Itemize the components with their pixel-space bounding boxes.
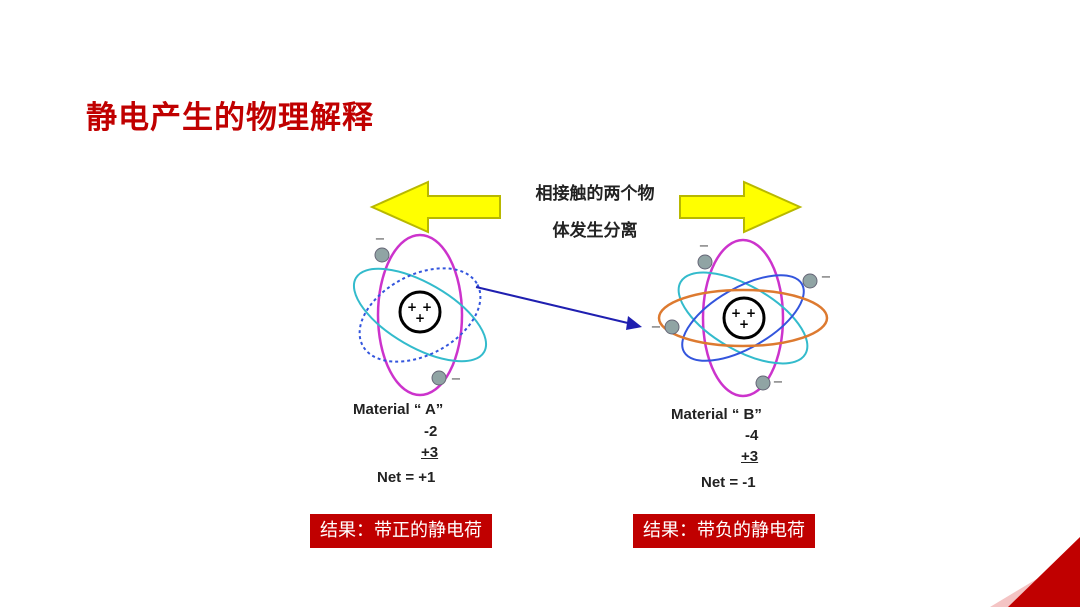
material-b-plus: +3	[741, 448, 759, 465]
material-b-net: Net = -1	[701, 474, 756, 491]
electron-minus-sign: −	[375, 232, 386, 247]
orbit-orange	[657, 288, 829, 348]
left-arrow	[369, 180, 501, 234]
right-arrow	[679, 180, 803, 234]
result-b-box: 结果：带负的静电荷	[633, 514, 815, 548]
orbit-cyan	[352, 267, 488, 363]
atom-b: + + + − − − −	[651, 238, 832, 398]
result-a-box: 结果：带正的静电荷	[310, 514, 492, 548]
nucleus-a	[398, 290, 442, 334]
corner-decoration	[990, 537, 1080, 607]
caption-line-1: 相接触的两个物	[535, 184, 655, 204]
material-a-label: Material “ A”	[353, 401, 444, 418]
orbit-magenta	[376, 233, 464, 397]
electron-minus-sign: −	[699, 239, 710, 254]
electron-transfer-arrowhead	[626, 316, 642, 330]
nucleus-plus-sign: +	[739, 317, 749, 331]
caption-line-2: 体发生分离	[552, 221, 638, 241]
electron-minus-sign: −	[773, 375, 784, 390]
material-b-minus: -4	[745, 427, 759, 444]
electron	[374, 247, 390, 263]
material-a-plus: +3	[421, 444, 439, 461]
nucleus-plus-sign: +	[422, 300, 432, 314]
orbit-dotted	[358, 267, 482, 363]
nucleus-b	[722, 296, 766, 340]
nucleus-plus-sign: +	[407, 300, 417, 314]
nucleus-plus-sign: +	[731, 306, 741, 320]
material-b-label: Material “ B”	[671, 406, 762, 423]
nucleus-plus-sign: +	[415, 311, 425, 325]
page-title: 静电产生的物理解释	[86, 100, 374, 136]
electron	[431, 370, 447, 386]
electron-minus-sign: −	[451, 372, 462, 387]
nucleus-plus-sign: +	[746, 306, 756, 320]
electron	[664, 319, 680, 335]
material-a-net: Net = +1	[377, 469, 436, 486]
orbit-blue	[681, 274, 805, 362]
electron	[697, 254, 713, 270]
material-a-minus: -2	[424, 423, 438, 440]
atom-a: + + + − −	[352, 232, 488, 397]
electron	[802, 273, 818, 289]
orbit-magenta	[701, 238, 785, 398]
electron-transfer-line	[475, 286, 633, 325]
electron-minus-sign: −	[651, 320, 662, 335]
electron	[755, 375, 771, 391]
electron-minus-sign: −	[821, 270, 832, 285]
